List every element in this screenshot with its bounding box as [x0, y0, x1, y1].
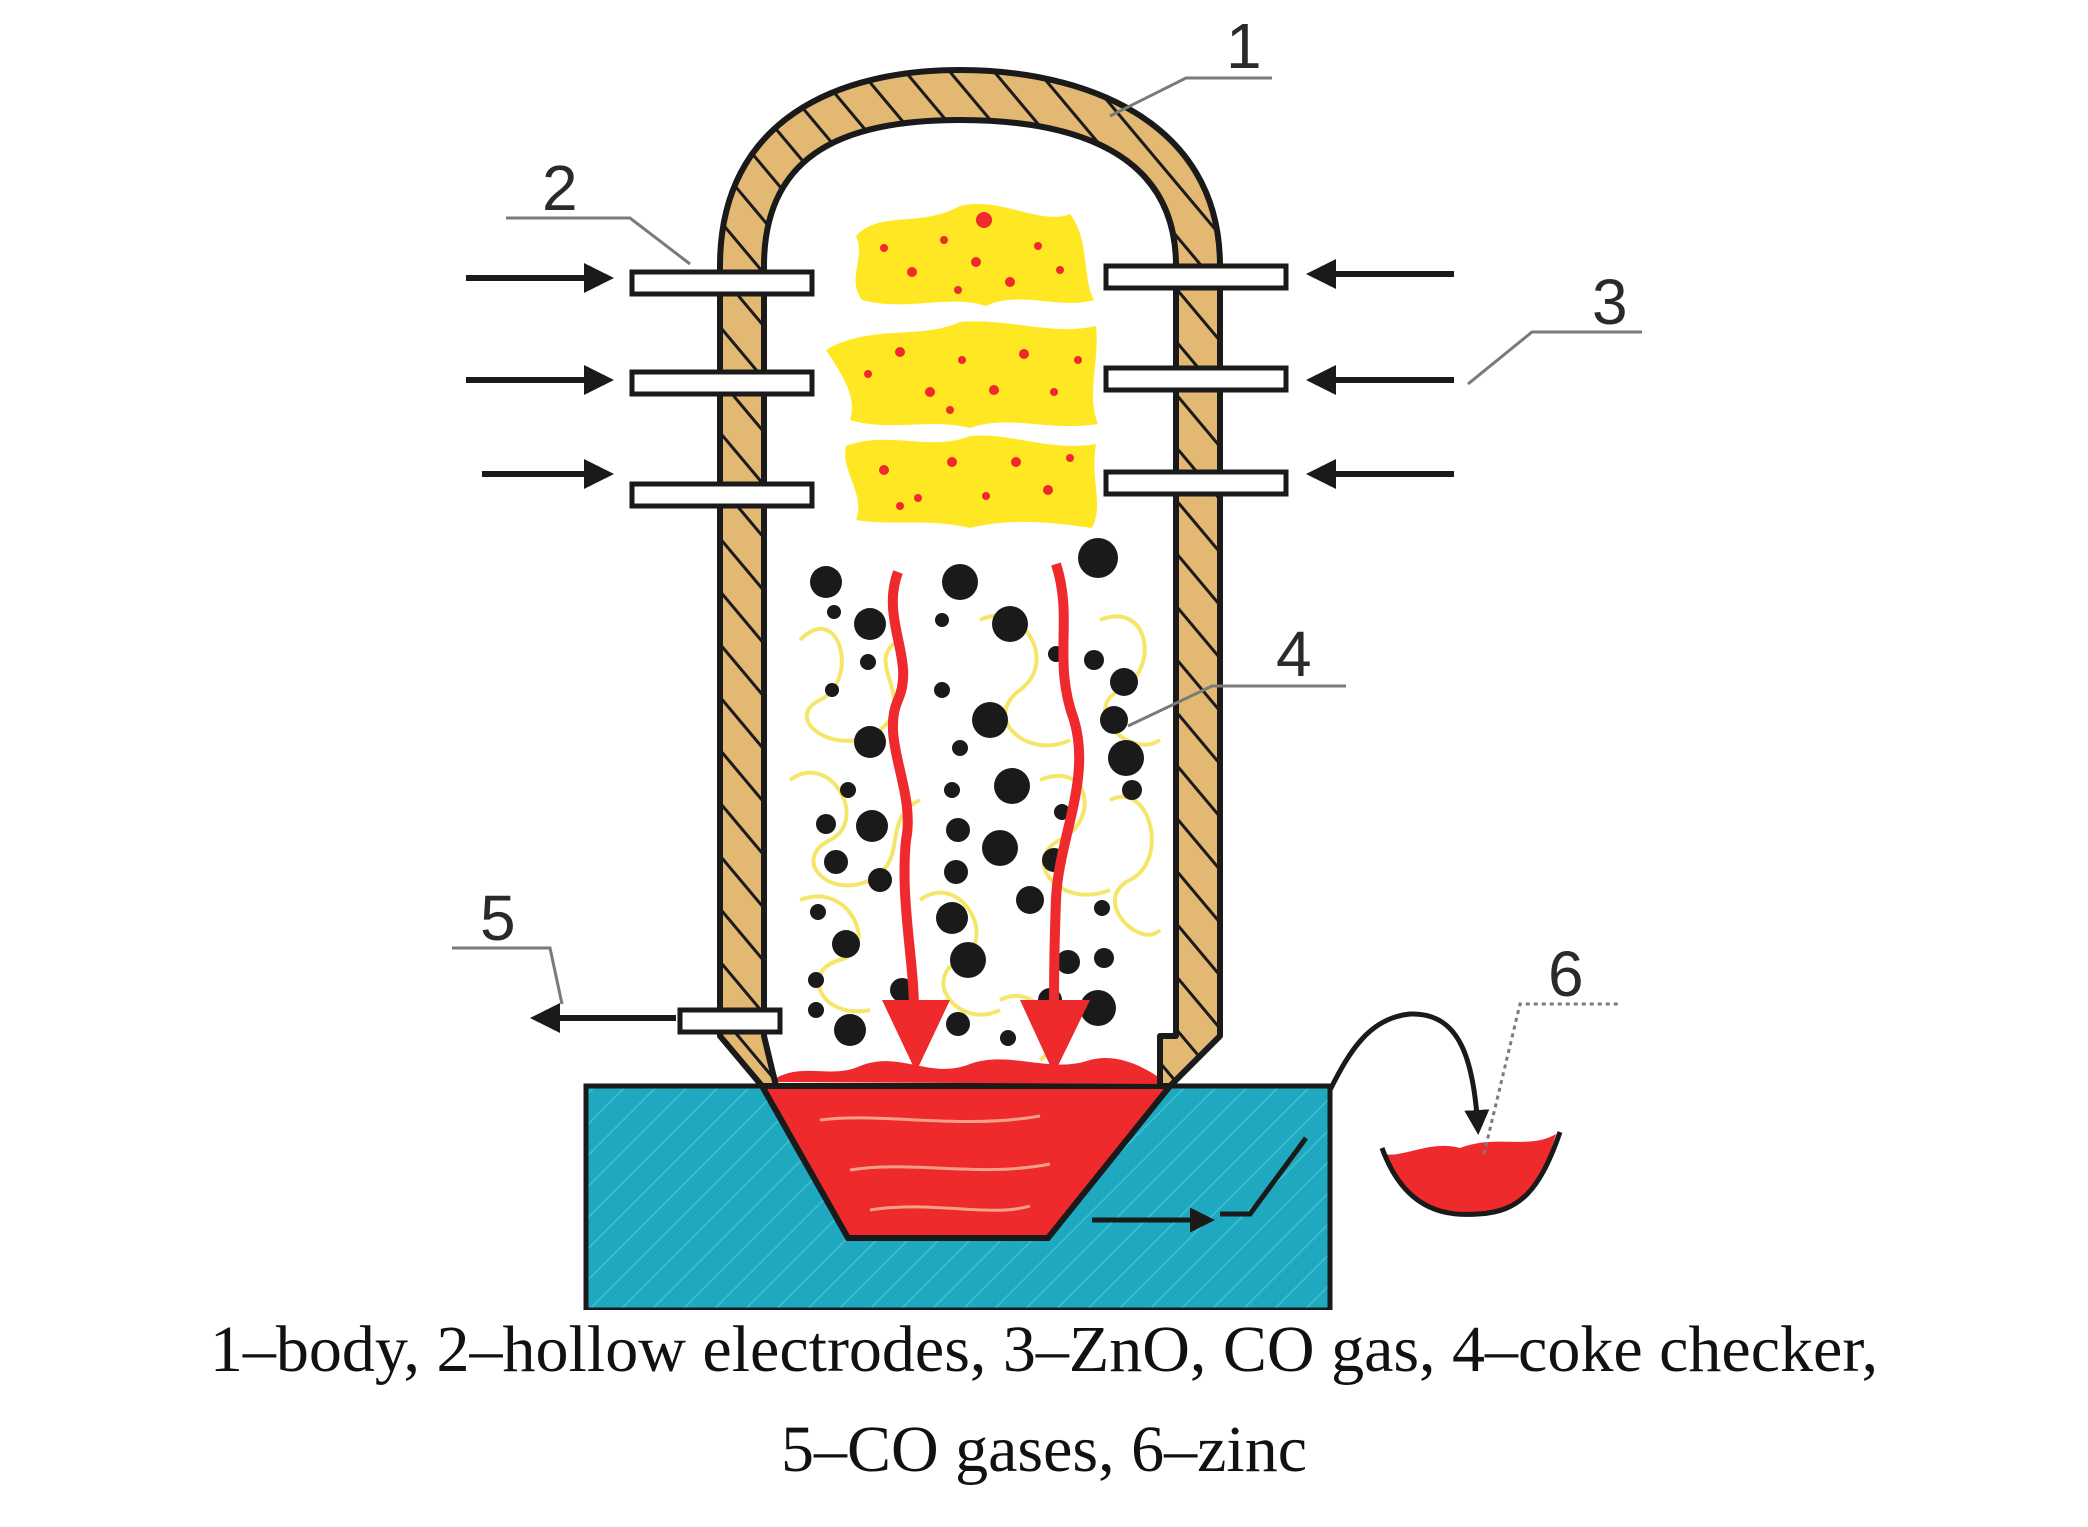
- callout-2-hollow-electrodes: 2: [542, 152, 578, 224]
- inlet-arrows-right: [1306, 259, 1454, 489]
- melt-flow-arrows: [882, 562, 1090, 1074]
- zinc-outflow-arrow: [1327, 1011, 1490, 1135]
- hollow-electrodes-right: [1103, 263, 1289, 497]
- zno-charge: [826, 203, 1098, 528]
- co-gas-outlet-pipe: [677, 1007, 783, 1035]
- inlet-arrows-left: [466, 263, 614, 489]
- furnace-diagram: 1 2 3 4 5 6: [452, 10, 1642, 1310]
- callout-4-coke-checker: 4: [1276, 618, 1312, 690]
- callout-3-zno-co-gas: 3: [1592, 266, 1628, 338]
- molten-bath: [756, 1058, 1177, 1241]
- caption-line-1: 1–body, 2–hollow electrodes, 3–ZnO, CO g…: [209, 1313, 1879, 1386]
- callout-6-zinc: 6: [1548, 938, 1584, 1010]
- callout-5-co-gases: 5: [480, 882, 516, 954]
- furnace-body-wall: [717, 67, 1223, 1089]
- hollow-electrodes-left: [629, 269, 815, 509]
- caption-line-2: 5–CO gases, 6–zinc: [780, 1413, 1308, 1486]
- tap-channel: [1092, 1136, 1309, 1233]
- zinc-ladle: [1379, 1131, 1563, 1217]
- figure-caption: 1–body, 2–hollow electrodes, 3–ZnO, CO g…: [0, 1300, 2088, 1500]
- coke-checker: [808, 538, 1144, 1046]
- callout-1-body: 1: [1226, 10, 1262, 82]
- leader-lines: [452, 76, 1642, 1155]
